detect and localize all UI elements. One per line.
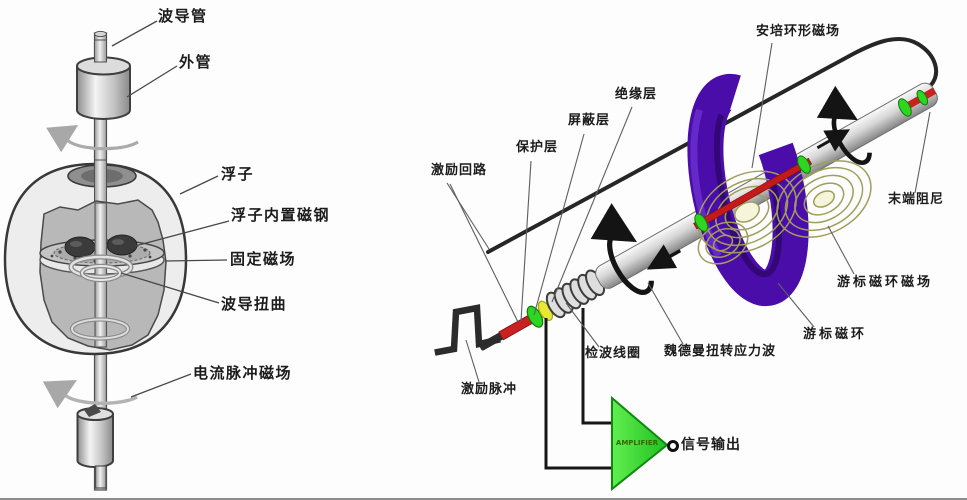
label-float-magnet: 浮子内置磁钢	[231, 206, 331, 224]
excitation-pulse-waveform	[434, 304, 501, 356]
label-waveguide-twist: 波导扭曲	[221, 295, 288, 313]
end-ring-green-2	[916, 89, 929, 106]
waveguide-through-torus	[693, 155, 813, 232]
rotation-arrow-bottom	[42, 380, 138, 409]
label-protective-layer: 保护层	[516, 140, 559, 155]
end-ring-green-1	[897, 98, 912, 117]
label-cursor-magnet-ring: 游标磁环	[803, 327, 868, 342]
propagation-arrow-1	[646, 244, 682, 270]
leader-lines-right	[446, 42, 931, 383]
label-fixed-field: 固定磁场	[230, 250, 297, 268]
propagation-arrow-2	[816, 129, 851, 152]
label-outer-tube: 外管	[179, 53, 213, 71]
label-detection-coil: 检波线圈	[585, 346, 642, 361]
leader-lines-left	[111, 20, 230, 398]
label-ampere-ring-field: 安培环形磁场	[756, 24, 841, 39]
label-waveguide-tube: 波导管	[158, 7, 208, 25]
waveguide-twist-rings	[68, 254, 134, 283]
label-cursor-ring-field: 游标磁环磁场	[837, 275, 934, 290]
label-excitation-loop: 激励回路	[431, 163, 488, 178]
label-insulation-layer: 绝缘层	[615, 87, 658, 102]
signal-output-node	[667, 440, 679, 452]
label-current-pulse-field: 电流脉冲磁场	[193, 364, 293, 382]
label-shielding-layer: 屏蔽层	[568, 113, 611, 128]
float-bottom-coil	[69, 317, 131, 341]
bottom-cylinder	[76, 404, 114, 489]
float-sensor-illustration	[3, 20, 230, 491]
label-wiedemann-wave: 魏德曼扭转应力波	[664, 344, 777, 359]
outer-tube-cylinder	[76, 39, 131, 120]
label-signal-output: 信号输出	[681, 437, 741, 453]
amplifier-triangle	[611, 395, 669, 492]
torsion-rotation-arrow-1	[590, 203, 654, 295]
label-end-damping: 末端阻尼	[888, 192, 945, 207]
float-body	[3, 159, 188, 356]
waveguide-principle-illustration	[434, 37, 939, 492]
label-excitation-pulse: 激励脉冲	[461, 382, 518, 397]
label-amplifier: AMPLIFIER	[615, 439, 659, 447]
rotation-arrow-top	[46, 124, 139, 153]
amplifier-circuit-wires	[544, 308, 611, 470]
label-float: 浮子	[221, 165, 255, 183]
